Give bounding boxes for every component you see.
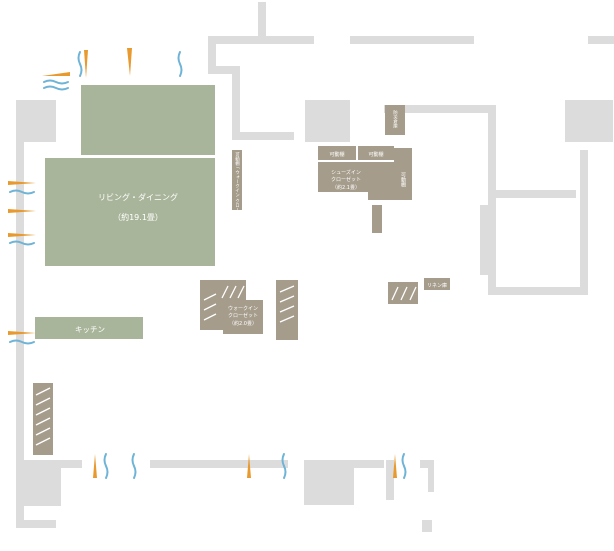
walkin-closet-name-2: クローゼット <box>228 312 258 319</box>
ventilation-wave-icon <box>77 51 83 77</box>
walkin-closet-area: （約2.0畳） <box>229 320 257 327</box>
linen-storage: リネン庫 <box>424 278 450 290</box>
shelf-label-1: 可動棚 <box>329 151 344 158</box>
walkin-closet: ウォークイン クローゼット （約2.0畳） <box>200 280 298 340</box>
ventilation-wave-icon <box>281 453 287 479</box>
kitchen-shelving <box>33 383 53 455</box>
airflow-arrow-icon <box>42 72 70 76</box>
walls <box>16 2 614 532</box>
ventilation-waves <box>9 51 407 479</box>
airflow-arrow-icon <box>8 331 36 335</box>
living-dining-area: （約19.1畳） <box>113 212 163 222</box>
shoes-closet: 可動棚 可動棚 可動棚 シューズイン クローゼット （約2.1畳） <box>318 146 412 233</box>
shelf-label-2: 可動棚 <box>368 151 383 158</box>
ventilation-wave-icon <box>177 51 183 77</box>
ventilation-wave-icon <box>9 189 35 195</box>
kitchen-label: キッチン <box>75 325 105 334</box>
ventilation-wave-icon <box>43 79 69 85</box>
ventilation-wave-icon <box>43 85 69 91</box>
shelf-label-3: 可動棚 <box>400 172 406 188</box>
airflow-arrow-icon <box>393 454 397 478</box>
airflow-arrow-icon <box>127 48 132 76</box>
disaster-storage-label: 防災倉庫 <box>393 109 398 130</box>
walkin-closet-name-1: ウォークイン <box>228 305 258 312</box>
airflow-arrow-icon <box>84 50 88 78</box>
airflow-arrow-icon <box>8 233 36 237</box>
airflow-arrow-icon <box>8 181 36 185</box>
linen-label: リネン庫 <box>427 282 447 289</box>
airflow-arrows <box>8 48 397 478</box>
airflow-arrow-icon <box>8 209 36 213</box>
ventilation-wave-icon <box>103 453 109 479</box>
ventilation-wave-icon <box>401 453 407 479</box>
storage-column-label: 可動棚 / ウォークイン クローゼット <box>235 152 241 226</box>
shoes-closet-area: （約2.1畳） <box>332 184 360 191</box>
living-dining-label: リビング・ダイニング <box>98 192 178 202</box>
airflow-arrow-icon <box>93 454 97 478</box>
storage-column: 可動棚 / ウォークイン クローゼット <box>232 150 242 226</box>
hallway-storage <box>388 282 418 304</box>
ventilation-wave-icon <box>9 339 35 345</box>
shoes-closet-name-1: シューズイン <box>331 169 361 176</box>
shoes-closet-name-2: クローゼット <box>331 176 361 183</box>
airflow-arrow-icon <box>247 454 251 478</box>
ventilation-wave-icon <box>9 240 35 246</box>
ventilation-wave-icon <box>131 453 137 479</box>
living-dining-room: リビング・ダイニング （約19.1畳） <box>45 85 215 266</box>
disaster-storage: 防災倉庫 <box>385 105 405 135</box>
kitchen: キッチン <box>35 317 143 339</box>
